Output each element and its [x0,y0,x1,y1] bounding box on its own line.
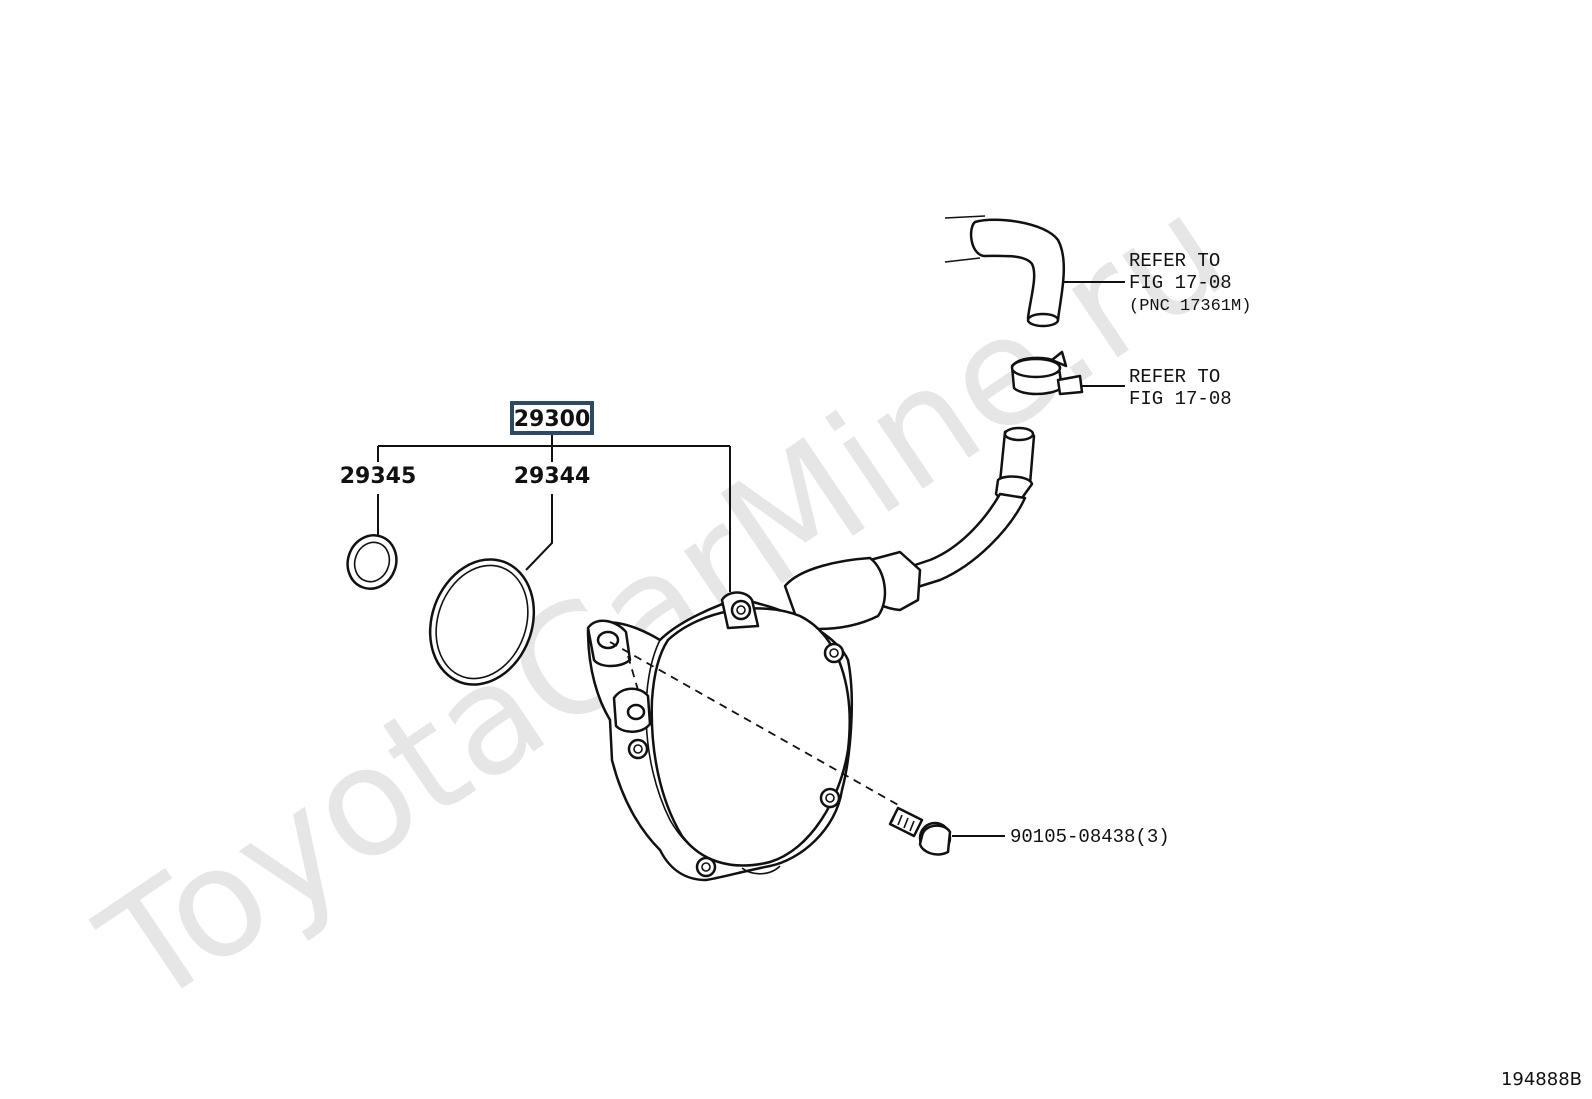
small-o-ring-part-number: 29345 [340,464,417,489]
vacuum-pump-assembly[interactable] [586,426,1036,882]
hose-refer-line3: (PNC 17361M) [1129,297,1251,316]
bolt-axis-cross [627,655,639,691]
watermark-text: ToyotaCarMine.ru [72,163,1256,1041]
diagram-id: 194888B [1501,1069,1582,1090]
hose-refer-line2: FIG 17-08 [1129,272,1232,294]
bolt-part-number: 90105-08438(3) [1010,826,1170,848]
assembly-part-number: 29300 [514,407,591,432]
large-o-ring[interactable] [413,545,551,699]
callout-tree [377,433,731,592]
hose-clamp[interactable] [1010,350,1084,396]
flange-bolt[interactable] [888,806,952,856]
clamp-refer-line2: FIG 17-08 [1129,388,1232,410]
hose-refer-line1: REFER TO [1129,250,1220,272]
small-o-ring[interactable] [340,528,404,595]
vacuum-hose[interactable] [944,215,1066,328]
clamp-refer-line1: REFER TO [1129,366,1220,388]
assembly-highlight-box[interactable] [510,401,594,435]
large-o-ring-part-number: 29344 [514,464,591,489]
